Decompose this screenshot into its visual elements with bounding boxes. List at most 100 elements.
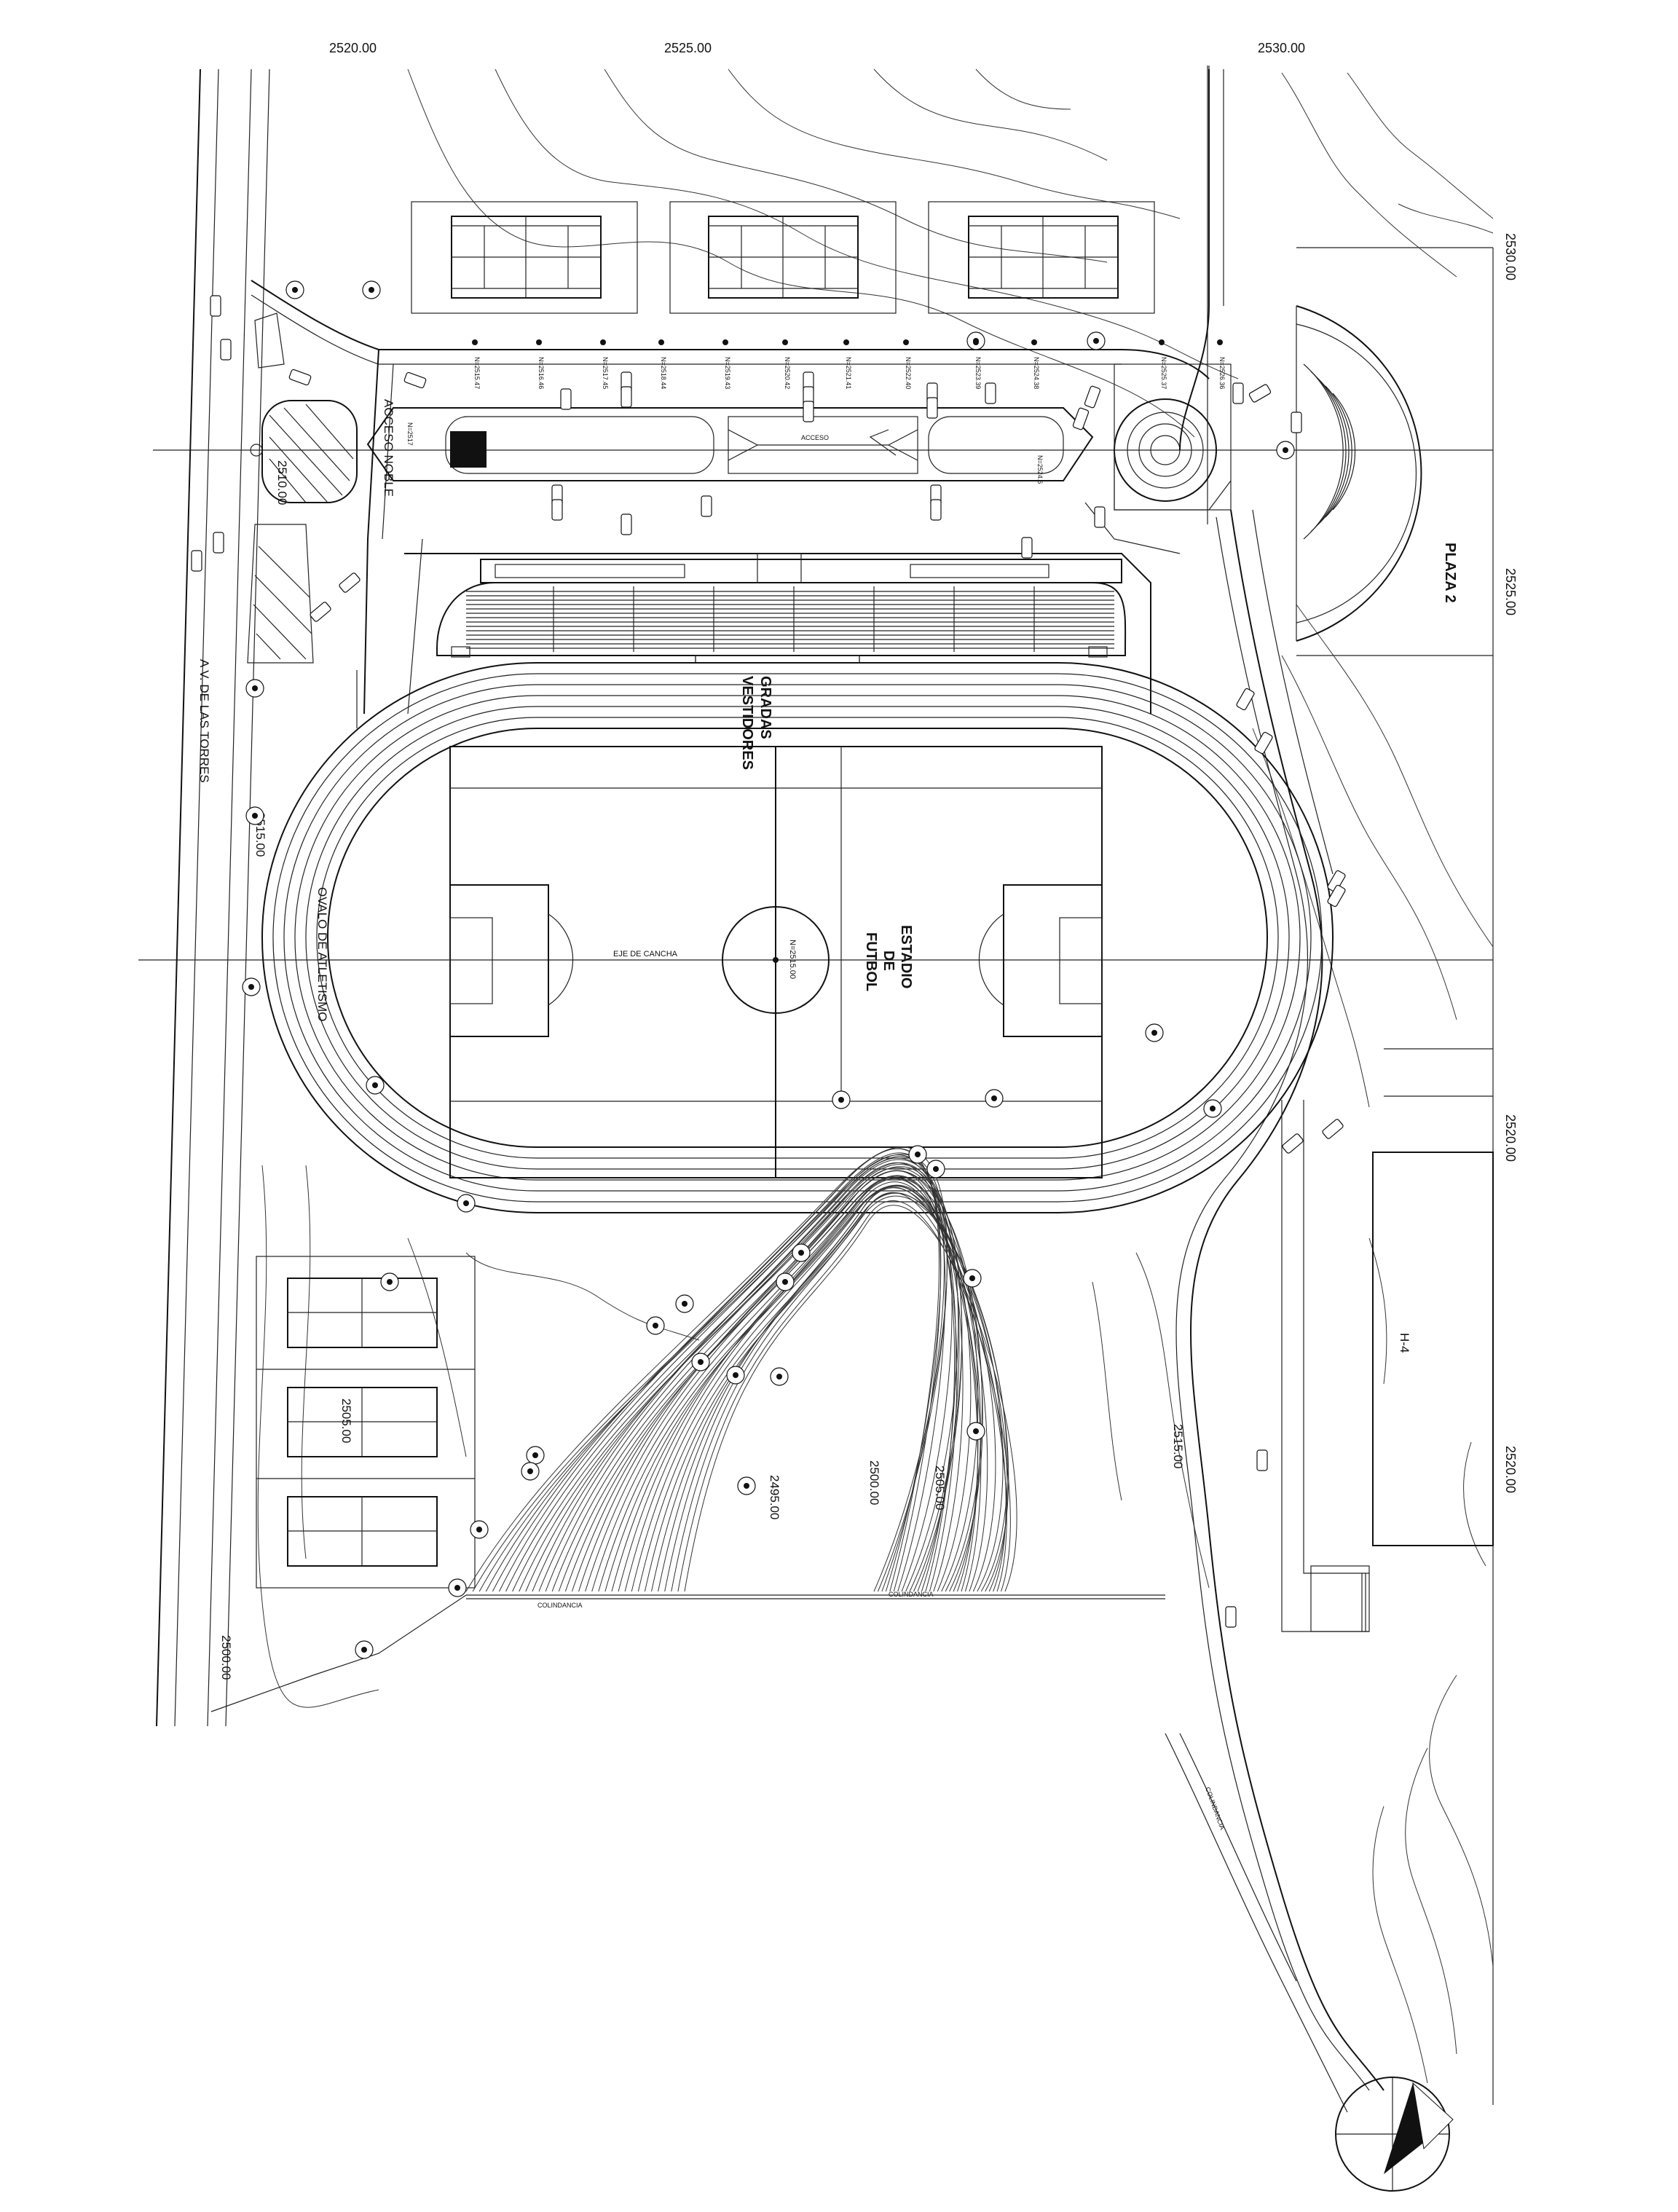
grid-label-right-3: 2520.00 bbox=[1503, 1114, 1518, 1162]
tree-trunk-icon bbox=[369, 287, 374, 293]
contour-label: 2510.00 bbox=[275, 460, 289, 505]
roundabout bbox=[1114, 363, 1232, 511]
hill-contour bbox=[651, 1192, 1009, 1592]
hill-contour bbox=[624, 1178, 988, 1592]
avenue-label: A V. DE LAS TORRES bbox=[197, 659, 211, 783]
grid-label-right-1: 2530.00 bbox=[1503, 233, 1518, 280]
hill-contour bbox=[604, 1186, 979, 1592]
acceso-mark-label: ACCESO bbox=[801, 434, 829, 441]
level-marker-icon bbox=[536, 339, 542, 345]
colindancia-label-2: COLINDANCIA bbox=[889, 1591, 934, 1598]
hill-contour bbox=[465, 1146, 948, 1592]
car-icon bbox=[621, 386, 632, 408]
colindancia-label-3: COLINDANCIA bbox=[1204, 1786, 1226, 1830]
car-icon bbox=[1225, 1606, 1237, 1628]
level-mark: N=2516.46 bbox=[537, 357, 545, 389]
tree-trunk-icon bbox=[1093, 338, 1099, 344]
car-icon bbox=[560, 388, 572, 410]
north-arrow-icon bbox=[1335, 2077, 1454, 2192]
h4-building bbox=[1281, 1100, 1494, 1632]
car-icon bbox=[1236, 688, 1255, 711]
center-level-label: N=2515.00 bbox=[788, 940, 797, 979]
h4-label: H-4 bbox=[1398, 1333, 1411, 1353]
car-icon bbox=[1322, 1119, 1344, 1139]
tree-trunk-icon bbox=[776, 1374, 782, 1379]
hill-contour bbox=[585, 1170, 983, 1592]
level-mark: N=2526.36 bbox=[1218, 357, 1226, 389]
plaza-2 bbox=[1296, 305, 1422, 642]
tree-trunk-icon bbox=[252, 685, 258, 691]
hill-contour bbox=[684, 1205, 1017, 1592]
car-icon bbox=[701, 495, 712, 517]
level-marker-icon bbox=[472, 339, 478, 345]
tree-trunk-icon bbox=[782, 1279, 788, 1285]
car-icon bbox=[985, 382, 996, 404]
hill-contour bbox=[637, 1192, 1004, 1592]
level-marker-icon bbox=[658, 339, 664, 345]
car-icon bbox=[1094, 506, 1106, 528]
car-icon bbox=[191, 550, 202, 572]
tree-trunk-icon bbox=[361, 1647, 367, 1653]
car-icon bbox=[1072, 407, 1090, 430]
tree-trunk-icon bbox=[991, 1095, 997, 1101]
hill-contour bbox=[478, 1156, 945, 1592]
level-mark: N=2523.39 bbox=[974, 357, 982, 389]
tree-trunk-icon bbox=[476, 1527, 482, 1532]
hill-contour bbox=[538, 1157, 960, 1592]
contour-lines bbox=[257, 68, 1494, 2084]
tennis-courts-top bbox=[411, 201, 1155, 314]
hill-contour bbox=[618, 1177, 982, 1592]
hill-contour bbox=[551, 1170, 956, 1592]
gradas-label: GRADAS bbox=[757, 676, 773, 739]
entrance-plaza-left bbox=[247, 312, 358, 664]
tree-trunk-icon bbox=[973, 1428, 979, 1434]
futbol-label: FUTBOL bbox=[863, 932, 879, 991]
access-road bbox=[251, 280, 1210, 715]
car-icon bbox=[1254, 731, 1273, 755]
level-mark: N=2520.42 bbox=[784, 357, 791, 389]
hill-contour bbox=[664, 1186, 1007, 1592]
car-icon bbox=[1291, 412, 1302, 433]
grid-label-right-2: 2525.00 bbox=[1503, 568, 1518, 615]
tree-trunk-icon bbox=[1283, 447, 1288, 453]
tree-trunk-icon bbox=[252, 813, 258, 819]
level-mark: N=2519.43 bbox=[724, 357, 731, 389]
level-marker-icon bbox=[843, 339, 849, 345]
level-marker-icon bbox=[1031, 339, 1037, 345]
contour-label: 2515.00 bbox=[1171, 1424, 1185, 1468]
car-icon bbox=[288, 369, 312, 386]
level-marker-icon bbox=[600, 339, 606, 345]
parked-cars bbox=[191, 295, 1346, 1628]
level-marker-icon bbox=[1217, 339, 1223, 345]
tree-trunk-icon bbox=[454, 1585, 460, 1591]
hill-contour bbox=[564, 1175, 964, 1592]
hill-contour bbox=[558, 1176, 958, 1592]
level-mark: N=2524.38 bbox=[1033, 357, 1040, 389]
tree-trunk-icon bbox=[933, 1166, 939, 1172]
level-marker-icon bbox=[1159, 339, 1165, 345]
level-marks: N=2515.47 N=2516.46 N=2517.45 N=2518.44 … bbox=[473, 357, 1226, 389]
car-icon bbox=[551, 499, 563, 521]
trees bbox=[242, 280, 1295, 1659]
tree-trunk-icon bbox=[733, 1372, 738, 1378]
plaza-2-label: PLAZA 2 bbox=[1442, 543, 1458, 603]
car-icon bbox=[930, 499, 942, 521]
contour-label: 2495.00 bbox=[768, 1475, 781, 1519]
hill-contour bbox=[677, 1200, 1011, 1592]
contour-label: 2505.00 bbox=[933, 1465, 947, 1510]
grandstand bbox=[436, 553, 1127, 664]
football-field bbox=[449, 746, 1103, 1178]
car-icon bbox=[621, 513, 632, 535]
tree-trunk-icon bbox=[527, 1468, 533, 1474]
hill-contour bbox=[485, 1152, 942, 1592]
level-mark: N=2517.45 bbox=[602, 357, 609, 389]
hill-contour bbox=[512, 1162, 953, 1592]
tree-trunk-icon bbox=[292, 287, 298, 293]
level-mark: N=2525.37 bbox=[1160, 357, 1167, 389]
car-icon bbox=[213, 532, 224, 554]
car-icon bbox=[339, 572, 361, 593]
level-marker-icon bbox=[903, 339, 909, 345]
tree-trunk-icon bbox=[915, 1152, 921, 1157]
car-icon bbox=[1327, 870, 1346, 893]
avenue-road bbox=[156, 68, 270, 1727]
